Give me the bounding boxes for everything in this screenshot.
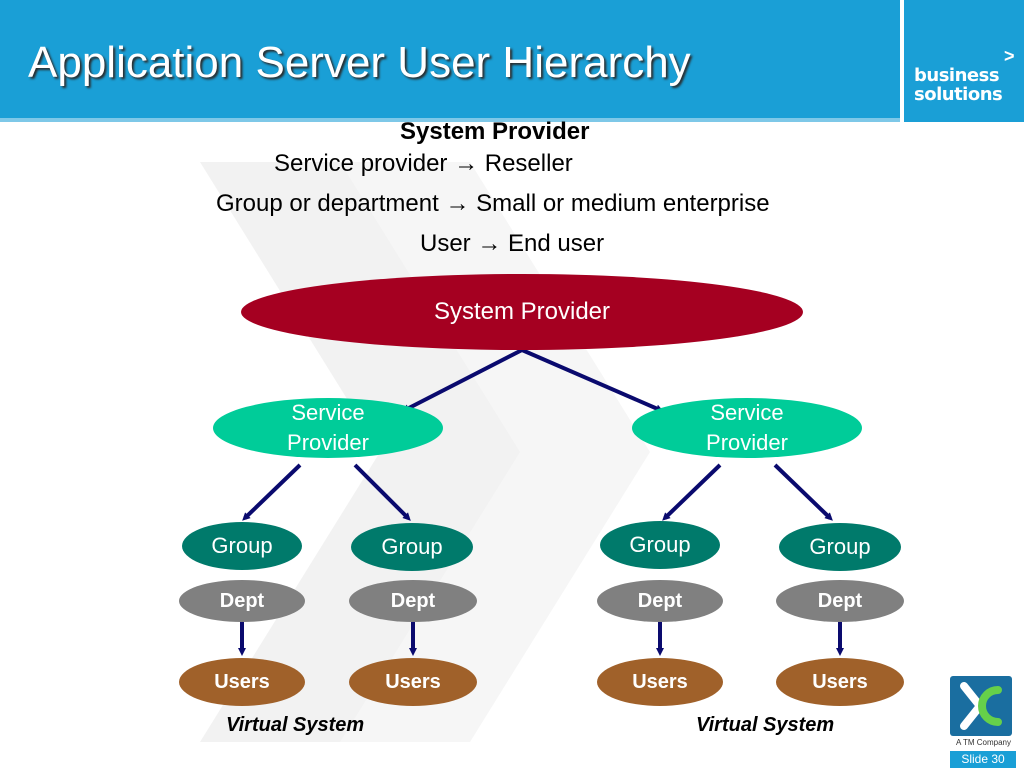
mapping-line-3-left: User	[420, 230, 471, 257]
slide-number: Slide 30	[950, 751, 1016, 768]
dept-node: Dept	[776, 580, 904, 622]
group-node: Group	[182, 522, 302, 570]
chevron-right-icon: >	[1004, 46, 1015, 66]
arrow-right-icon: →	[477, 230, 502, 257]
service-provider-node-left: Service Provider	[213, 398, 443, 458]
logo-line-2: solutions	[914, 84, 1003, 105]
service-provider-label-line-1: Service	[710, 400, 784, 425]
virtual-system-label-right: Virtual System	[696, 714, 835, 736]
group-label: Group	[211, 533, 273, 558]
company-tagline: A TM Company	[956, 738, 1011, 747]
group-node: Group	[351, 523, 473, 571]
users-label: Users	[214, 670, 270, 693]
page-title: Application Server User Hierarchy	[28, 38, 691, 87]
mapping-line-1-right: Reseller	[484, 150, 573, 177]
logo-line-1: business	[914, 65, 1000, 86]
service-provider-label-line-2: Provider	[287, 430, 369, 455]
group-node: Group	[779, 523, 901, 571]
service-provider-label-line-1: Service	[291, 400, 365, 425]
logo-text: business solutions	[914, 65, 1003, 105]
mapping-heading: System Provider	[400, 118, 590, 145]
dept-node: Dept	[179, 580, 305, 622]
xc-logo-icon	[950, 676, 1012, 736]
dept-label: Dept	[219, 589, 265, 612]
dept-label: Dept	[817, 589, 863, 612]
users-node: Users	[349, 658, 477, 706]
mapping-line-1-left: Service provider	[274, 150, 448, 177]
arrow-right-icon: →	[445, 190, 470, 217]
group-node: Group	[600, 521, 720, 569]
users-node: Users	[179, 658, 305, 706]
business-solutions-logo: > business solutions	[900, 0, 1024, 122]
users-node: Users	[776, 658, 904, 706]
users-label: Users	[812, 670, 868, 693]
dept-node: Dept	[349, 580, 477, 622]
group-label: Group	[629, 532, 691, 557]
group-label: Group	[381, 534, 443, 559]
mapping-line-2-right: Small or medium enterprise	[476, 190, 770, 217]
title-bar	[0, 0, 1024, 122]
users-label: Users	[632, 670, 688, 693]
dept-label: Dept	[637, 589, 683, 612]
mapping-line-2-left: Group or department	[216, 190, 439, 217]
mapping-line-3-right: End user	[508, 230, 605, 257]
service-provider-label-line-2: Provider	[706, 430, 788, 455]
mapping-line-1: Service provider → Reseller	[274, 150, 573, 178]
mapping-line-2: Group or department → Small or medium en…	[216, 190, 770, 218]
dept-label: Dept	[390, 589, 436, 612]
service-provider-node-right: Service Provider	[632, 398, 862, 458]
users-label: Users	[385, 670, 441, 693]
group-label: Group	[809, 534, 871, 559]
title-bar-underline	[0, 118, 1024, 122]
arrow-right-icon: →	[454, 150, 479, 177]
virtual-system-label-left: Virtual System	[226, 714, 365, 736]
users-node: Users	[597, 658, 723, 706]
system-provider-node: System Provider	[241, 274, 803, 350]
dept-node: Dept	[597, 580, 723, 622]
system-provider-label: System Provider	[433, 298, 611, 325]
mapping-line-3: User → End user	[420, 230, 604, 258]
